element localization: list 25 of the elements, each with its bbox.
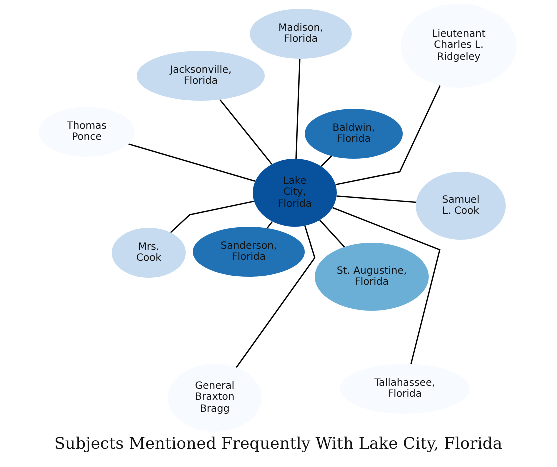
connector-line xyxy=(128,144,256,182)
connector-line xyxy=(296,58,301,160)
node-label: Madison, Florida xyxy=(278,22,324,46)
node-label: Mrs. Cook xyxy=(135,242,162,264)
node-label: Jacksonville, Florida xyxy=(168,64,233,88)
node-label: Sanderson, Florida xyxy=(220,240,278,264)
connector-line xyxy=(170,200,254,234)
connector-line xyxy=(336,196,416,204)
node-label: General Braxton Bragg xyxy=(194,380,236,416)
connector-line xyxy=(320,220,346,248)
connector-line xyxy=(336,86,441,186)
connector-line xyxy=(332,207,441,364)
diagram-caption: Subjects Mentioned Frequently With Lake City, Florida xyxy=(53,434,504,453)
connector-line xyxy=(220,99,273,165)
node-label: Tallahassee, Florida xyxy=(374,378,436,400)
node-label: St. Augustine, Florida xyxy=(336,266,408,288)
ellipse-node xyxy=(315,243,429,311)
node-label: Baldwin, Florida xyxy=(332,122,376,146)
node-label: Lieutenant Charles L. Ridgeley xyxy=(431,28,487,64)
connector-line xyxy=(236,226,316,368)
connector-line xyxy=(320,156,332,168)
ellipse-node xyxy=(193,227,305,277)
node-label: Thomas Ponce xyxy=(66,120,108,144)
node-label: Samuel L. Cook xyxy=(441,194,481,218)
node-label: Lake City, Florida xyxy=(276,176,313,210)
